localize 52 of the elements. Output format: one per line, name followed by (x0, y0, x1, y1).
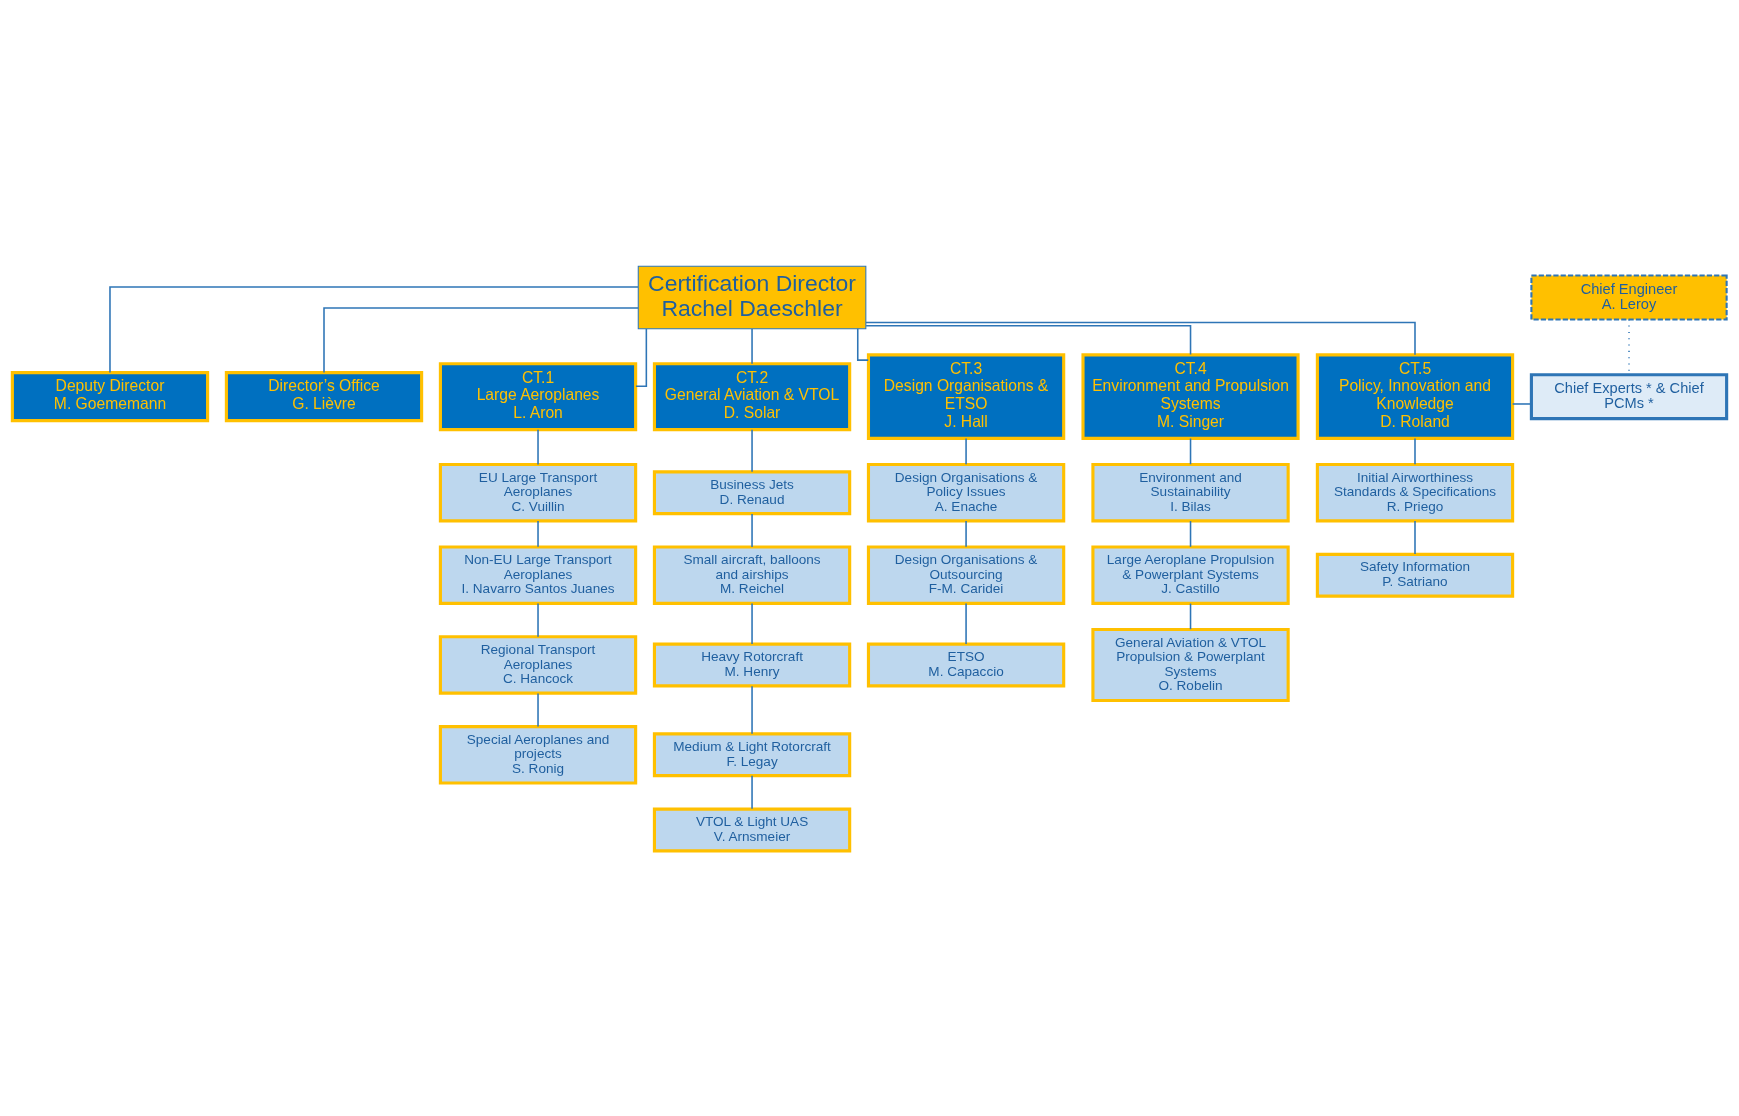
connector (965, 602, 967, 645)
node-box: Medium & Light Rotorcraft F. Legay (652, 731, 852, 777)
connector (751, 774, 753, 810)
connector (537, 519, 539, 548)
connector (865, 324, 1192, 355)
connector (1414, 437, 1416, 465)
connector (109, 285, 639, 373)
node-box: Certification Director Rachel Daeschler (637, 265, 867, 329)
node-box: Safety Information P. Satriano (1315, 552, 1515, 598)
node-box: General Aviation & VTOL Propulsion & Powerplant Systems O. Robelin (1091, 627, 1290, 702)
connector (751, 512, 753, 548)
node-box: CT.4 Environment and Propulsion Systems M. Singer (1081, 352, 1300, 440)
node-box: VTOL & Light UAS V. Arnsmeier (652, 807, 852, 852)
node-box: Special Aeroplanes and projects S. Ronig (438, 724, 638, 785)
connector (1189, 437, 1192, 465)
connector (1511, 402, 1532, 405)
connector (635, 327, 648, 387)
node-box: ETSO M. Capaccio (866, 642, 1066, 687)
connector (965, 519, 967, 548)
node-box: Chief Experts * & Chief PCMs * (1529, 372, 1729, 420)
node-box: Design Organisations & Policy Issues A. Enache (866, 462, 1066, 522)
connector (751, 685, 753, 734)
connector (537, 692, 539, 727)
node-box: Non-EU Large Transport Aeroplanes I. Navarro Santos Juanes (438, 544, 638, 605)
node-box: Large Aeroplane Propulsion & Powerplant Systems J. Castillo (1091, 544, 1290, 605)
node-box: Heavy Rotorcraft M. Henry (652, 642, 852, 687)
connector (751, 327, 753, 365)
node-box: Small aircraft, balloons and airships M. Reichel (652, 544, 852, 605)
node-box: Environment and Sustainability I. Bilas (1091, 462, 1290, 522)
connector (865, 321, 1416, 356)
node-box: Business Jets D. Renaud (652, 469, 852, 515)
connector (1189, 602, 1192, 630)
connector (1189, 519, 1192, 548)
node-box: Director’s Office G. Lièvre (224, 370, 424, 422)
node-box: EU Large Transport Aeroplanes C. Vuillin (438, 462, 638, 522)
node-box: CT.5 Policy, Innovation and Knowledge D. Roland (1315, 352, 1515, 440)
connector (537, 428, 539, 465)
connector (965, 437, 967, 465)
connector (751, 602, 753, 645)
node-box: CT.3 Design Organisations & ETSO J. Hall (866, 352, 1066, 440)
node-box: Regional Transport Aeroplanes C. Hancock (438, 634, 638, 695)
node-box: Design Organisations & Outsourcing F-M. Caridei (866, 544, 1066, 605)
node-box: CT.1 Large Aeroplanes L. Aron (438, 361, 638, 431)
connector (751, 428, 753, 472)
node-box: CT.2 General Aviation & VTOL D. Solar (652, 361, 852, 431)
connector (323, 306, 639, 373)
node-box: Deputy Director M. Goememann (10, 370, 210, 422)
connector (1414, 519, 1416, 555)
node-box: Initial Airworthiness Standards & Specifications R. Priego (1315, 462, 1515, 522)
connector (856, 327, 869, 361)
node-box: Chief Engineer A. Leroy (1530, 274, 1728, 320)
connector (537, 602, 539, 638)
